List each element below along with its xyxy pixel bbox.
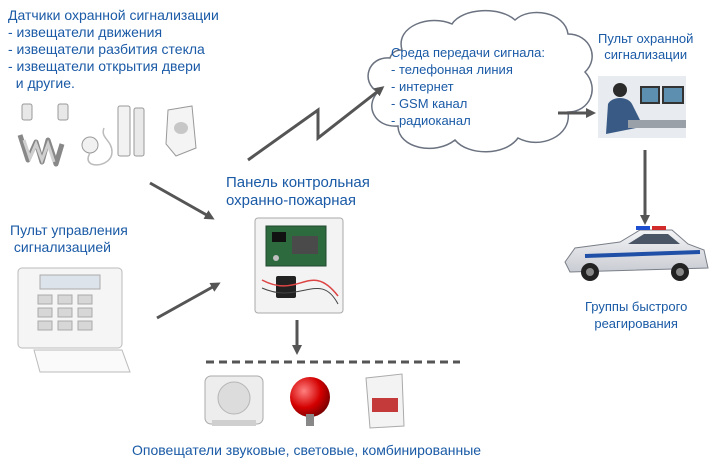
response-label: Группы быстрого реагирования xyxy=(585,298,687,332)
control-pad-line: Пульт управления xyxy=(10,222,128,238)
notifiers-label: Оповещатели звуковые, световые, комбинир… xyxy=(132,442,482,458)
response-line: реагирования xyxy=(594,316,678,331)
sensors-line: и другие. xyxy=(8,75,75,91)
siren-icon xyxy=(204,375,264,426)
console-line: сигнализации xyxy=(604,47,688,62)
signal-zigzag xyxy=(247,86,385,162)
police-car-icon xyxy=(564,226,709,281)
glass-break-sensor-icon xyxy=(81,127,113,166)
combined-siren-icon xyxy=(365,373,405,429)
operator-console-icon xyxy=(598,76,686,138)
motion-detector-icon xyxy=(165,105,197,157)
panel-line: охранно-пожарная xyxy=(226,192,357,209)
control-pad-label: Пульт управления сигнализацией xyxy=(10,222,128,256)
medium-line: - интернет xyxy=(391,79,454,94)
panel-line: Панель контрольная xyxy=(226,174,370,191)
sensors-title: Датчики охранной сигнализации xyxy=(8,7,219,23)
sensors-line: - извещатели движения xyxy=(8,24,163,40)
sensors-line: - извещатели открытия двери xyxy=(8,58,201,74)
medium-line: - GSM канал xyxy=(391,96,468,111)
medium-line: - радиоканал xyxy=(391,113,471,128)
key-fob-icon xyxy=(17,103,69,167)
medium-line: - телефонная линия xyxy=(391,62,513,77)
sensor-devices-icon xyxy=(17,103,197,167)
console-label: Пульт охранной сигнализации xyxy=(598,31,693,63)
medium-title: Среда передачи сигнала: xyxy=(391,45,545,60)
sensors-line: - извещатели разбития стекла xyxy=(8,41,205,57)
console-line: Пульт охранной xyxy=(598,31,694,46)
control-pad-line: сигнализацией xyxy=(10,239,111,255)
arrow-sensors-to-panel xyxy=(149,181,215,220)
response-line: Группы быстрого xyxy=(585,299,688,314)
control-panel-board-icon xyxy=(254,217,344,314)
sensors-label: Датчики охранной сигнализации - извещате… xyxy=(8,7,219,92)
door-contact-sensor-icon xyxy=(117,105,145,157)
arrow-pad-to-panel xyxy=(156,282,221,320)
strobe-light-icon xyxy=(290,377,330,426)
medium-label: Среда передачи сигнала: - телефонная лин… xyxy=(391,44,545,129)
panel-label: Панель контрольная охранно-пожарная xyxy=(226,174,370,210)
keypad-icon xyxy=(17,267,131,373)
